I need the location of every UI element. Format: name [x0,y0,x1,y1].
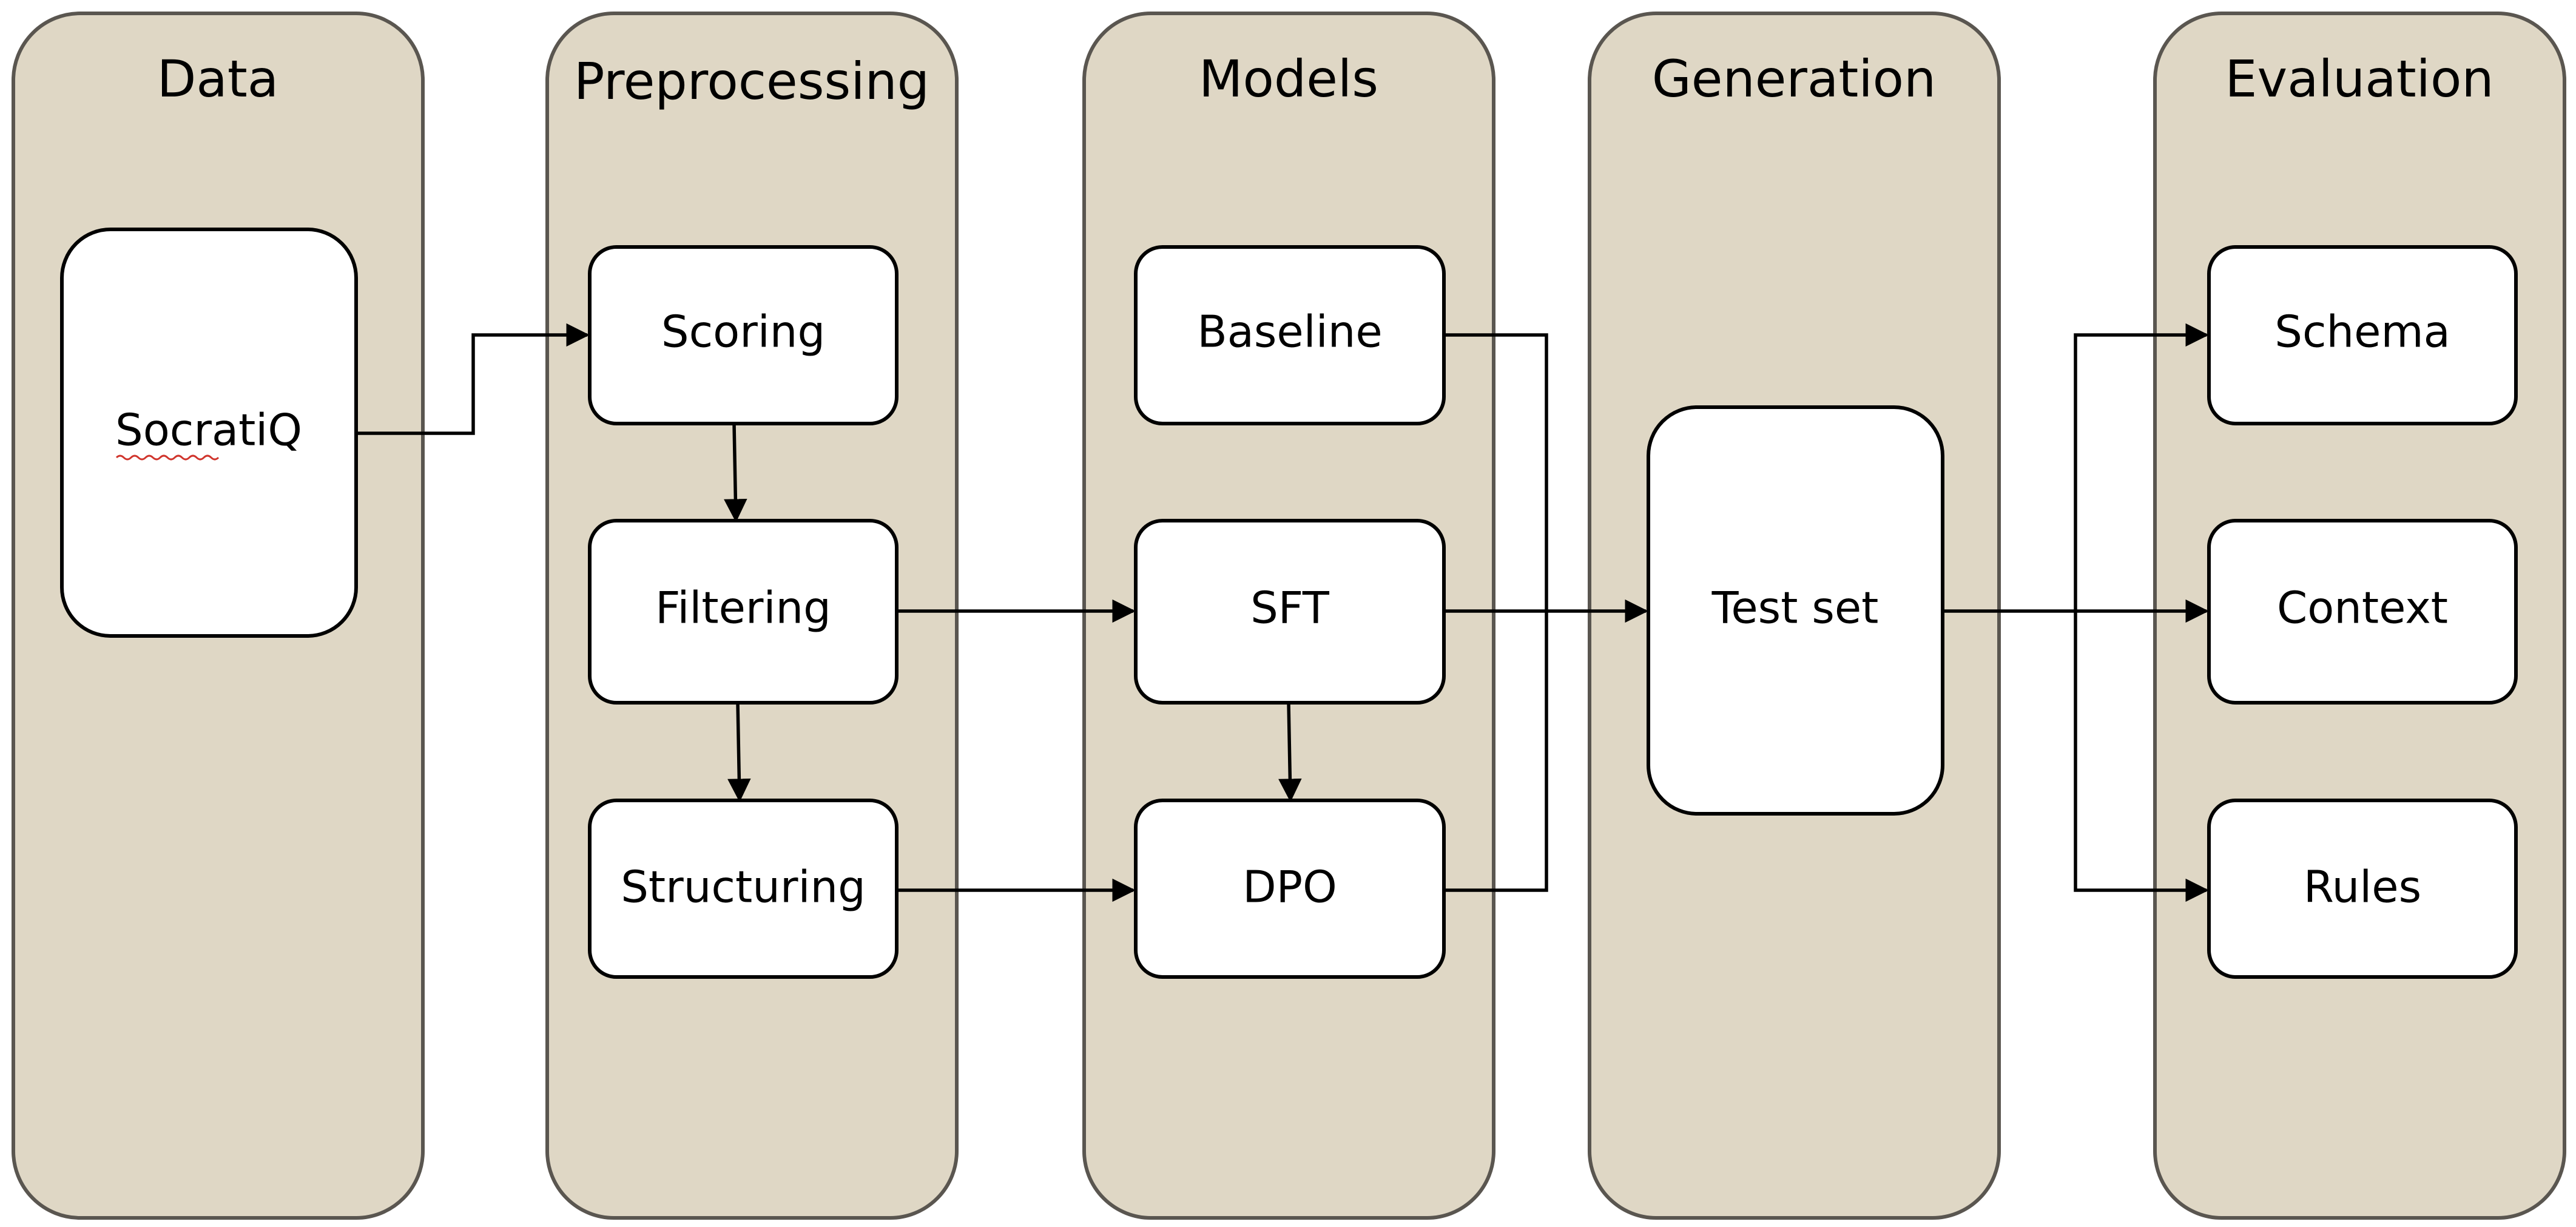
edge-filtering-to-structuring [727,702,751,802]
edges [356,323,2209,902]
node-test-set-box [1647,405,1944,816]
stage-models-title: Models [1199,49,1378,109]
edge-socratiq-to-scoring [356,323,590,435]
node-baseline: Baseline [1134,245,1446,425]
node-rules-label: Rules [2304,862,2421,913]
edge-scoring-to-filtering [724,423,747,522]
edge-baseline-to-test-set [1444,333,1548,611]
node-structuring-label: Structuring [621,862,866,913]
edge-test-set-to-rules [2074,611,2209,902]
node-scoring-box [588,245,899,425]
node-structuring: Structuring [588,799,899,979]
edge-dpo-to-test-set [1444,611,1548,892]
node-baseline-label: Baseline [1197,306,1382,357]
node-context-label: Context [2277,583,2448,634]
node-dpo-box [1134,799,1446,979]
node-filtering-label: Filtering [655,583,831,634]
node-structuring-box [588,799,899,979]
node-rules-box [2207,799,2518,979]
node-baseline-box [1134,245,1446,425]
stage-preprocessing-title: Preprocessing [574,52,929,111]
node-sft-label: SFT [1250,583,1330,634]
node-context-box [2207,519,2518,705]
node-test-set-label: Test set [1711,583,1879,634]
node-socratiq-label: SocratiQ [115,405,302,456]
edge-sft-to-dpo [1278,702,1302,802]
spellcheck-underline [115,455,220,461]
node-sft: SFT [1134,519,1446,705]
node-socratiq: SocratiQ [60,228,358,638]
node-schema-box [2207,245,2518,425]
node-filtering: Filtering [588,519,899,705]
node-test-set: Test set [1647,405,1944,816]
node-context: Context [2207,519,2518,705]
node-socratiq-box [60,228,358,638]
node-schema: Schema [2207,245,2518,425]
node-schema-label: Schema [2274,306,2450,357]
node-dpo: DPO [1134,799,1446,979]
node-rules: Rules [2207,799,2518,979]
node-filtering-box [588,519,899,705]
stage-evaluation-title: Evaluation [2225,49,2493,109]
edge-test-set-to-schema [2074,323,2209,611]
node-scoring-label: Scoring [661,306,825,357]
node-dpo-label: DPO [1242,862,1337,913]
node-scoring: Scoring [588,245,899,425]
stage-data-title: Data [157,49,279,109]
node-sft-box [1134,519,1446,705]
stage-generation-title: Generation [1652,49,1937,109]
